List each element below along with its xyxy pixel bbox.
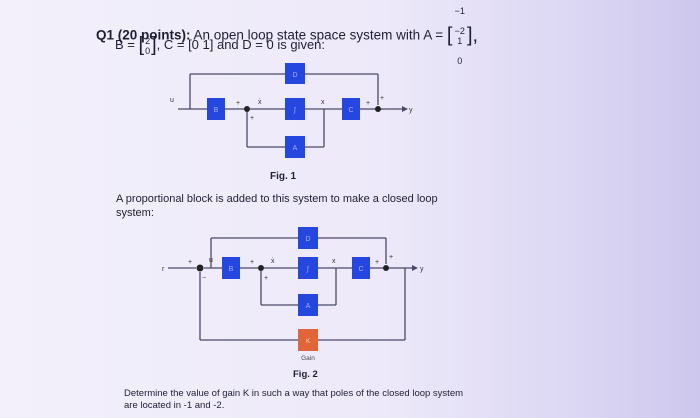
fig2-label-int: ∫: [306, 266, 310, 273]
fig2-arrow-head: [412, 265, 418, 271]
fig1-signal-u: u: [170, 97, 174, 104]
b2: 0: [145, 45, 151, 56]
fig1-block-c: [342, 98, 360, 120]
fig1-label-a: A: [293, 145, 298, 152]
fig2-block-b: [222, 257, 240, 279]
matrix-c-text: , C = [0 1] and D = 0 is given:: [156, 36, 326, 52]
fig1-label-c: C: [348, 107, 353, 114]
fig2-signal-u: u: [209, 257, 213, 264]
a22: 0: [457, 56, 463, 66]
fig2-signal-r: r: [162, 266, 165, 273]
fig2-label-k: K: [306, 339, 310, 345]
fig2-plus-5: +: [389, 254, 393, 261]
fig2-plus-1: +: [188, 259, 192, 266]
a21: 1: [457, 36, 463, 46]
fig1-caption: Fig. 1: [270, 171, 297, 182]
b1: 2: [145, 35, 151, 46]
fig2-signal-x: x: [332, 258, 336, 265]
fig1-arrow-head: [402, 106, 408, 112]
question-line-2: B = [ 2 0 ], C = [0 1] and D = 0 is give…: [115, 34, 326, 56]
fig2-sum1-junction: [196, 264, 204, 272]
fig1-block-a: [285, 136, 305, 158]
fig1-output-junction: [375, 106, 381, 112]
fig2-signal-y: y: [420, 266, 424, 273]
fig2-signal-xdot: ẋ: [271, 258, 275, 265]
fig1-plus-2: +: [250, 115, 254, 122]
fig2-block-a: [298, 294, 318, 316]
fig2-label-c: C: [358, 266, 363, 273]
fig1-block-integrator: [285, 98, 305, 120]
fig2-minus-1: −: [202, 275, 206, 282]
question-number: Q1: [96, 27, 115, 43]
fig2-label-b: B: [229, 266, 234, 273]
fig1-block-b: [207, 98, 225, 120]
fig2-gain-label: Gain: [301, 355, 315, 362]
fig1-block-d: [285, 63, 305, 84]
fig2-plus-4: +: [375, 259, 379, 266]
fig2-output-junction: [383, 265, 389, 271]
fig2-block-k: [298, 329, 318, 351]
fig1-plus-3: +: [366, 100, 370, 107]
fig2-block-d: [298, 227, 318, 249]
fig2-sum2-junction: [258, 265, 264, 271]
final-question: Determine the value of gain K in such a …: [124, 388, 464, 411]
a12: −2: [454, 26, 465, 36]
fig1-label-int: ∫: [293, 107, 297, 114]
fig1-sum-junction: [244, 106, 250, 112]
question-points: (20 points):: [117, 27, 191, 43]
matrix-b-label: B =: [115, 36, 135, 52]
fig1-plus-1: +: [236, 100, 240, 107]
fig1-plus-4: +: [380, 95, 384, 102]
fig2-plus-3: +: [264, 275, 268, 282]
question-intro: An open loop state space system with: [193, 27, 421, 43]
matrix-b: 2 0: [145, 36, 150, 56]
fig1-signal-y: y: [409, 107, 413, 114]
fig1-signal-x: x: [321, 99, 325, 106]
fig2-label-d: D: [305, 236, 310, 243]
matrix-a-label: A =: [423, 27, 444, 43]
closed-loop-paragraph: A proportional block is added to this sy…: [116, 193, 438, 219]
a11: −1: [454, 6, 465, 16]
matrix-a: −1 −2 1 0: [453, 6, 466, 66]
fig1-label-b: B: [214, 107, 219, 114]
question-header: Q1 (20 points): An open loop state space…: [96, 6, 479, 66]
fig2-caption: Fig. 2: [293, 369, 318, 380]
fig1-label-d: D: [292, 72, 297, 79]
fig2-block-c: [352, 257, 370, 279]
fig1-signal-xdot: ẋ: [258, 99, 262, 106]
fig2-label-a: A: [306, 303, 311, 310]
fig2-block-integrator: [298, 257, 318, 279]
fig2-plus-2: +: [250, 259, 254, 266]
